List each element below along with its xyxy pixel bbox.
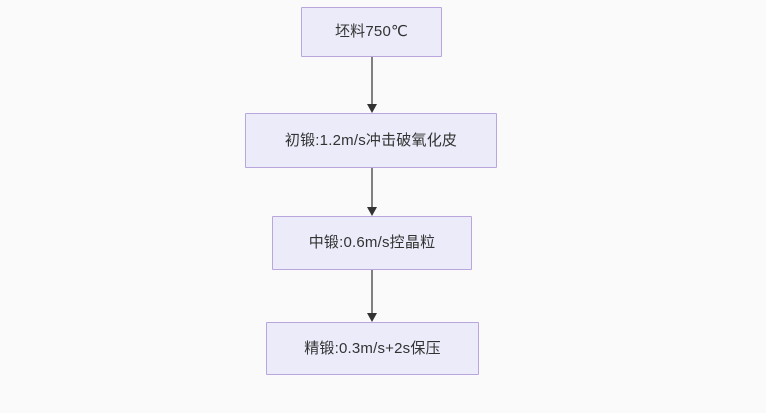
arrowhead-icon (367, 104, 377, 113)
arrowhead-icon (367, 313, 377, 322)
edge-line (371, 57, 373, 105)
edge-line (371, 168, 373, 208)
arrowhead-icon (367, 207, 377, 216)
node-finish-forging[interactable]: 精锻:0.3m/s+2s保压 (266, 322, 479, 375)
node-label: 精锻:0.3m/s+2s保压 (304, 339, 441, 357)
node-rough-forging[interactable]: 初锻:1.2m/s冲击破氧化皮 (245, 113, 497, 168)
node-billet[interactable]: 坯料750℃ (301, 7, 442, 57)
node-label: 中锻:0.6m/s控晶粒 (308, 234, 436, 251)
node-label: 初锻:1.2m/s冲击破氧化皮 (284, 131, 458, 149)
edge-line (371, 270, 373, 314)
node-label: 坯料750℃ (334, 23, 409, 40)
node-medium-forging[interactable]: 中锻:0.6m/s控晶粒 (272, 216, 472, 270)
